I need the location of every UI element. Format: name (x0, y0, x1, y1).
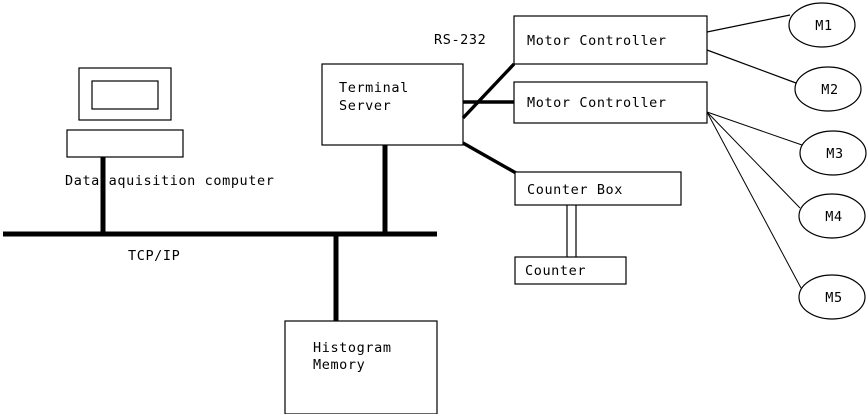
counter-box-lower[interactable] (514, 256, 627, 285)
terminal-server-label-line1: Terminal (339, 80, 409, 96)
link-motor-controller-2-to-motor-4 (706, 111, 801, 209)
counter-label: Counter (525, 263, 586, 279)
link-terminal-server-to-motor-controller-1 (461, 62, 516, 120)
link-motor-controller-1-to-motor-1 (706, 14, 791, 33)
rs232-label: RS-232 (434, 32, 486, 48)
motor-1-ellipse[interactable] (788, 2, 856, 48)
terminal-server-label-line2: Server (339, 98, 391, 114)
link-motor-controller-2-to-motor-5 (706, 111, 802, 289)
motor-3-ellipse[interactable] (799, 130, 867, 176)
histogram-memory-label-line2: Memory (313, 357, 365, 373)
motor-4-label: M4 (825, 209, 842, 225)
computer-caption-label: Data aquisition computer (65, 173, 274, 189)
motor-controller-2-box[interactable] (513, 81, 708, 124)
link-terminal-server-to-counter-box (462, 141, 517, 175)
motor-controller-1-box[interactable] (513, 15, 708, 65)
motor-4-ellipse[interactable] (798, 193, 866, 239)
computer-monitor-screen (91, 80, 159, 110)
motor-controller-2-label: Motor Controller (527, 95, 667, 111)
motor-controller-1-label: Motor Controller (527, 33, 667, 49)
terminal-server-box[interactable] (321, 63, 464, 146)
counter-box-box[interactable] (514, 171, 682, 206)
motor-2-ellipse[interactable] (794, 66, 862, 112)
motor-1-label: M1 (815, 18, 832, 34)
motor-5-ellipse[interactable] (798, 274, 866, 320)
histogram-memory-box[interactable] (284, 320, 438, 414)
computer-base-unit[interactable] (66, 129, 184, 158)
counter-box-label: Counter Box (527, 182, 623, 198)
motor-2-label: M2 (821, 82, 838, 98)
link-motor-controller-1-to-motor-2 (706, 49, 797, 84)
histogram-memory-label-line1: Histogram (313, 340, 392, 356)
link-motor-controller-2-to-motor-3 (706, 111, 803, 146)
motor-3-label: M3 (826, 146, 843, 162)
tcpip-bus-label: TCP/IP (128, 248, 180, 264)
motor-5-label: M5 (825, 290, 842, 306)
